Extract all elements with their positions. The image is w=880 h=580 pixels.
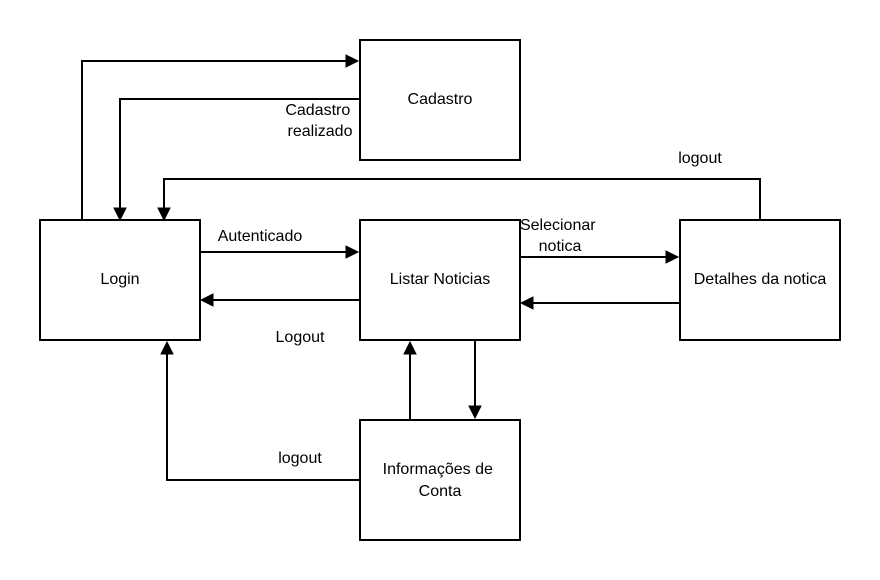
arrow-head [468, 405, 482, 420]
node-label-line: Informações de [383, 461, 493, 478]
node-label: Detalhes da notica [694, 271, 827, 288]
arrow-head [345, 54, 360, 68]
edge-label-line: Logout [276, 329, 325, 346]
arrow-head [157, 207, 171, 222]
arrow-head [665, 250, 680, 264]
node-box [679, 219, 841, 341]
edge-label-line: Autenticado [218, 228, 303, 245]
edge-listar-to-detalhes [520, 250, 680, 264]
edge-informacoes-to-login [160, 340, 360, 481]
edge-listar-to-informacoes [468, 340, 482, 420]
node-label-line: Login [100, 271, 139, 288]
arrow-head [403, 340, 417, 355]
node-label: Cadastro [408, 91, 473, 108]
edge-line [81, 60, 346, 220]
edge-label-line: Selecionar [520, 217, 596, 234]
edge-label-autenticado: Autenticado [218, 228, 303, 245]
node-box [359, 39, 521, 161]
node-cadastro: Cadastro [359, 39, 521, 161]
node-label-line: Conta [419, 483, 462, 500]
node-informacoes-de-conta: Informações de Conta [359, 419, 521, 541]
node-box [359, 419, 521, 541]
node-label-line: Cadastro [408, 91, 473, 108]
arrow-head [113, 207, 127, 222]
edge-line [119, 98, 359, 208]
node-label: Listar Noticias [390, 271, 490, 288]
edge-detalhes-to-listar [519, 296, 680, 310]
node-box [359, 219, 521, 341]
edge-line [163, 178, 761, 220]
arrow-head [160, 340, 174, 355]
edge-label-logout-informacoes: logout [278, 450, 322, 467]
node-detalhes-da-notica: Detalhes da notica [679, 219, 841, 341]
arrow-head [519, 296, 534, 310]
edge-label-line: Cadastro [285, 102, 350, 119]
edge-login-to-listar [200, 245, 360, 259]
edge-cadastro-to-login [113, 98, 359, 222]
node-login: Login [39, 219, 201, 341]
edge-label-line: realizado [288, 123, 353, 140]
edge-login-to-cadastro [81, 54, 360, 220]
edge-detalhes-to-login [157, 178, 761, 222]
node-label-line: Detalhes da notica [694, 271, 827, 288]
edge-label-cadastro-realizado: Cadastro realizado [285, 102, 354, 140]
edge-label-selecionar-notica: Selecionar notica [520, 217, 600, 255]
arrow-head [199, 293, 214, 307]
arrow-head [345, 245, 360, 259]
edge-label-line: logout [678, 150, 722, 167]
edge-label-line: notica [539, 238, 582, 255]
edge-informacoes-to-listar [403, 340, 417, 420]
edge-label-line: logout [278, 450, 322, 467]
node-label-line: Listar Noticias [390, 271, 490, 288]
node-listar-noticias: Listar Noticias [359, 219, 521, 341]
edge-label-logout-listar: Logout [276, 329, 325, 346]
edge-line [166, 354, 360, 481]
edge-label-logout-top: logout [678, 150, 722, 167]
edge-listar-to-login [199, 293, 360, 307]
node-label: Login [100, 271, 139, 288]
node-label: Informações de Conta [383, 461, 498, 500]
node-box [39, 219, 201, 341]
